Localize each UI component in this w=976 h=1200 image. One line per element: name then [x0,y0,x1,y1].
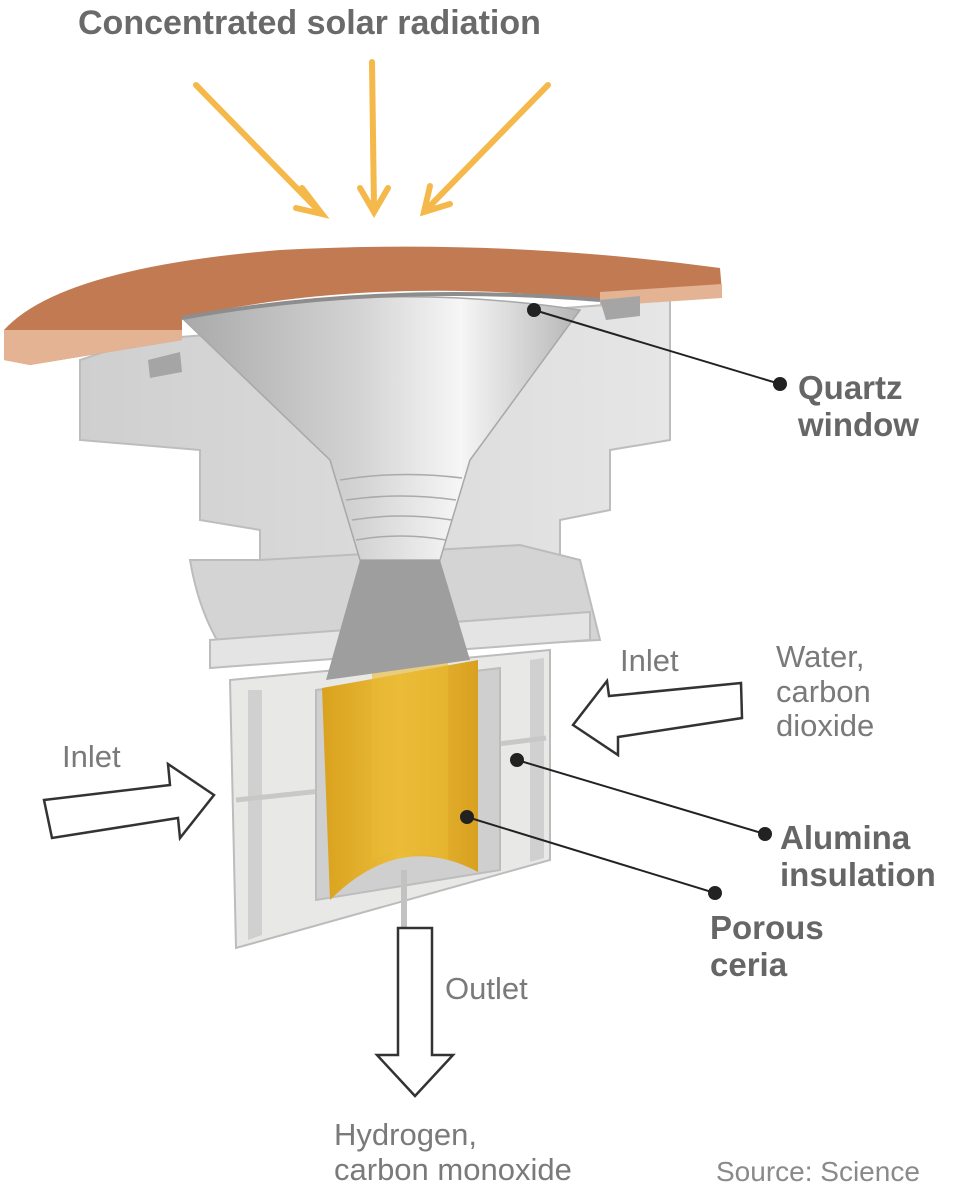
label-quartz-window: Quartz window [798,369,919,443]
quartz-cone [180,296,582,680]
label-inlet-right: Inlet [620,643,679,678]
label-porous-ceria: Porous ceria [710,909,824,983]
source-credit: Source: Science [716,1156,920,1187]
label-inlet-gases: Water, carbon dioxide [776,639,875,744]
inlet-arrow-left [42,761,216,842]
leader-lines [460,303,787,900]
solar-radiation-arrows [193,59,551,219]
diagram-title: Concentrated solar radiation [78,4,541,42]
inlet-arrow-right [571,677,744,758]
copper-lid [4,246,722,378]
outlet-arrow [374,926,456,1098]
label-alumina-insulation: Alumina insulation [780,819,936,893]
label-outlet: Outlet [445,971,528,1006]
label-outlet-gases: Hydrogen, carbon monoxide [334,1117,572,1187]
porous-ceria-cylinder [322,653,478,900]
label-inlet-left: Inlet [62,739,121,774]
